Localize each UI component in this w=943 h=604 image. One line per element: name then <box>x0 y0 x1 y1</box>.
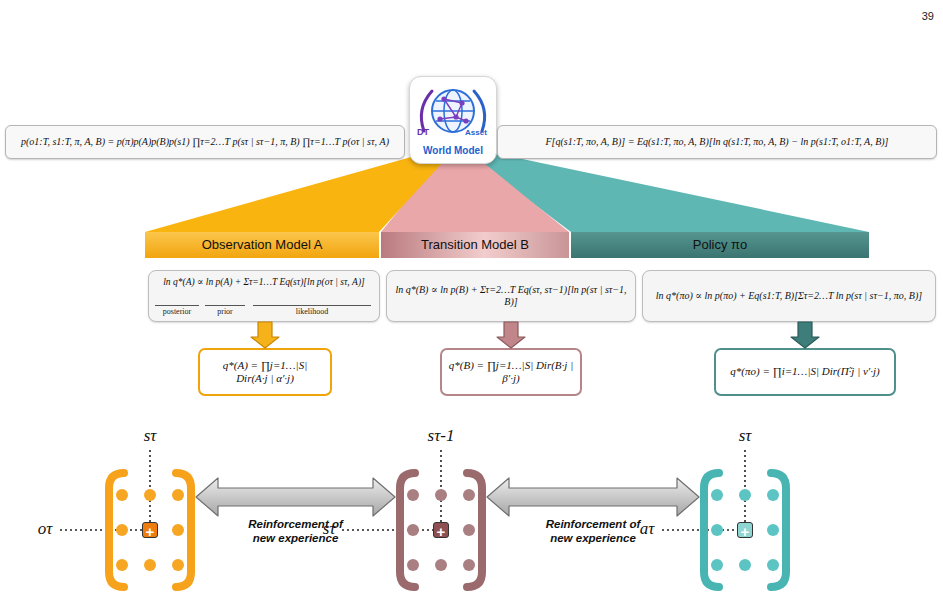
matrix: + <box>395 468 487 592</box>
result-box-text: q*(A) = ∏j=1…|S| Dir(A·j | α′·j) <box>206 359 324 385</box>
matrix: + <box>104 468 196 592</box>
edge-label: Reinforcement of new experience <box>236 517 356 546</box>
matrix-dot <box>463 489 475 501</box>
matrix-dot <box>116 489 128 501</box>
matrix-dot <box>144 559 156 571</box>
network-link <box>444 99 456 117</box>
result-box: q*(πo) = ∏i=1…|S| Dir(Π̃·j | ν′·j) <box>714 348 896 396</box>
model-header-text: Policy πo <box>693 237 748 253</box>
block-arrow <box>497 322 525 348</box>
dotted-leader <box>149 450 151 522</box>
matrix-dot <box>435 489 447 501</box>
matrix-text: + <box>433 522 449 538</box>
result-box-text: q*(πo) = ∏i=1…|S| Dir(Π̃·j | ν′·j) <box>730 365 879 378</box>
result-box: q*(A) = ∏j=1…|S| Dir(A·j | α′·j) <box>198 348 332 396</box>
matrix: + <box>699 468 791 592</box>
derivation-box: ln q*(πo) ∝ ln p(πo) + Eq(s1:T, B)[Στ=2…… <box>642 270 936 322</box>
result-box-text: q*(B) = ∏j=1…|S| Dir(B·j | β′·j) <box>448 359 574 385</box>
matrix-dot <box>767 524 779 536</box>
network-node <box>453 114 458 119</box>
axis-label: sτ <box>725 426 765 446</box>
model-header-text: Transition Model B <box>421 237 529 253</box>
formula-box: p(o1:T, s1:T, π, A, B) = p(π)p(A)p(B)p(s… <box>5 125 405 159</box>
matrix-dot <box>172 559 184 571</box>
fan-shape <box>145 150 454 232</box>
edge-label: Reinforcement of new experience <box>533 517 653 546</box>
matrix-dot <box>407 489 419 501</box>
matrix-dot <box>116 524 128 536</box>
axis-label: sτ <box>130 426 170 446</box>
derivation-box-text: likelihood <box>253 305 371 316</box>
model-header: Transition Model B <box>381 232 569 258</box>
matrix-dot <box>463 524 475 536</box>
page-number: 39 <box>908 10 934 22</box>
double-arrow <box>196 478 395 516</box>
network-node <box>437 116 442 121</box>
result-box: q*(B) = ∏j=1…|S| Dir(B·j | β′·j) <box>440 348 582 396</box>
matrix-text: + <box>142 522 158 538</box>
matrix-dot <box>767 489 779 501</box>
matrix-dot <box>739 559 751 571</box>
axis-label: oτ <box>30 519 60 539</box>
matrix-dot <box>435 559 447 571</box>
derivation-box-text: prior <box>205 305 245 316</box>
dotted-leader <box>342 529 433 531</box>
axis-label: sτ-1 <box>416 426 466 446</box>
matrix-dot <box>116 559 128 571</box>
dotted-leader <box>440 450 442 522</box>
block-arrow <box>251 322 279 348</box>
matrix-dot <box>463 559 475 571</box>
matrix-text: + <box>737 522 753 538</box>
matrix-dot <box>172 489 184 501</box>
model-header: Policy πo <box>571 232 869 258</box>
matrix-dot <box>767 559 779 571</box>
matrix-dot <box>407 524 419 536</box>
matrix-dot <box>711 559 723 571</box>
world-model-icon: DT AssetWorld Model <box>409 76 497 164</box>
derivation-box-text: ln q*(A) ∝ ln p(A) + Στ=1…T Eq(sτ)[ln p(… <box>149 276 379 287</box>
world-model-icon-text: Asset <box>465 128 487 137</box>
cycle-arc <box>474 91 485 131</box>
derivation-box-text: ln q*(πo) ∝ ln p(πo) + Eq(s1:T, B)[Στ=2…… <box>656 290 922 302</box>
network-node <box>441 96 446 101</box>
derivation-box: ln q*(B) ∝ ln p(B) + Στ=2…T Eq(sτ, sτ−1)… <box>386 270 636 322</box>
matrix-dot <box>711 524 723 536</box>
matrix-dot <box>407 559 419 571</box>
network-node <box>459 100 464 105</box>
double-arrow <box>487 478 699 516</box>
matrix-dot <box>144 489 156 501</box>
globe <box>432 90 474 132</box>
cycle-arc <box>421 91 432 131</box>
derivation-box: ln q*(A) ∝ ln p(A) + Στ=1…T Eq(sτ)[ln p(… <box>148 270 380 322</box>
formula-box: F[q(s1:T, πo, A, B)] = Eq(s1:T, πo, A, B… <box>497 125 937 159</box>
world-model-icon-text: DT <box>417 127 429 137</box>
model-header-text: Observation Model A <box>202 237 323 253</box>
model-header: Observation Model A <box>145 232 379 258</box>
dotted-leader <box>60 529 142 531</box>
dotted-leader <box>662 529 737 531</box>
matrix-dot <box>172 524 184 536</box>
formula-box-text: p(o1:T, s1:T, π, A, B) = p(π)p(A)p(B)p(s… <box>21 136 389 148</box>
formula-box-text: F[q(s1:T, πo, A, B)] = Eq(s1:T, πo, A, B… <box>546 136 889 148</box>
matrix-dot <box>739 489 751 501</box>
dotted-leader <box>744 450 746 522</box>
world-model-icon-text: World Model <box>410 145 496 156</box>
network-node <box>463 118 468 123</box>
matrix-dot <box>711 489 723 501</box>
block-arrow <box>791 322 819 348</box>
derivation-box-text: posterior <box>155 305 199 316</box>
derivation-box-text: ln q*(B) ∝ ln p(B) + Στ=2…T Eq(sτ, sτ−1)… <box>393 284 629 308</box>
